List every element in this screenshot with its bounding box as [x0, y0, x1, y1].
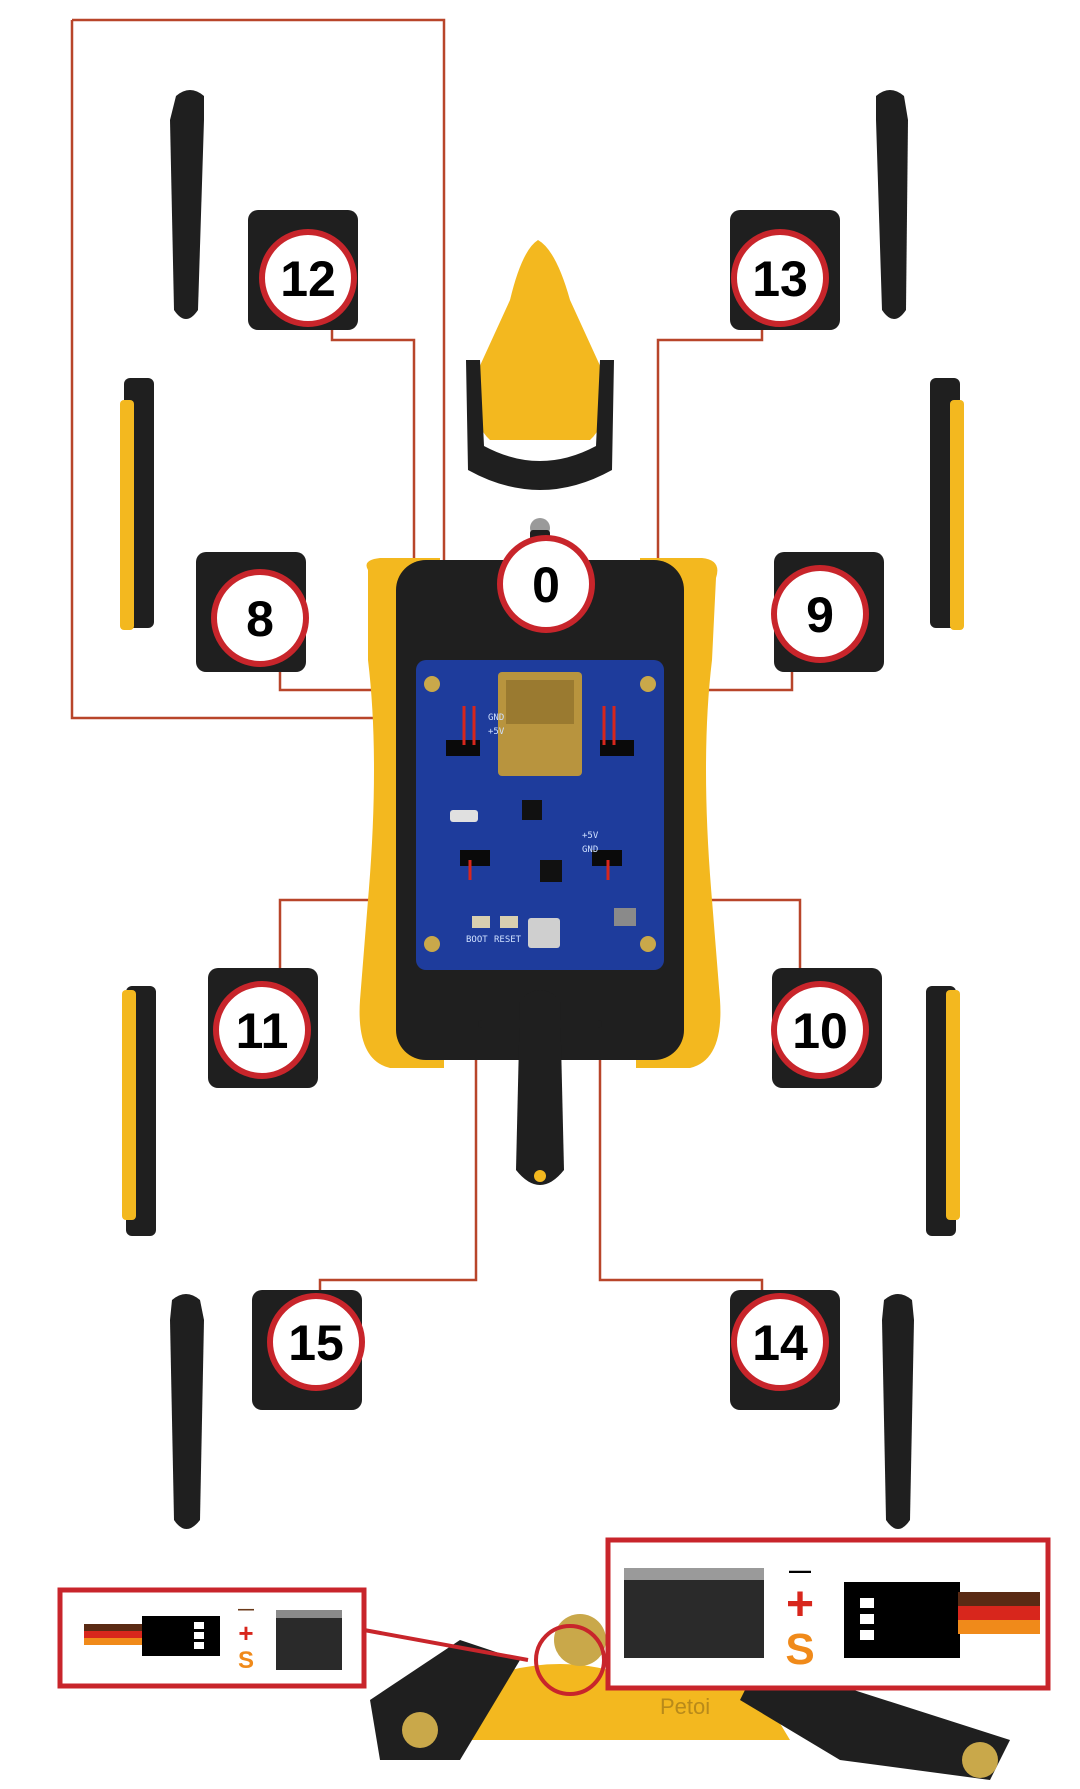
legs — [120, 90, 964, 1529]
pin-header-left — [276, 1610, 342, 1670]
servo-callout-10: 10 — [771, 981, 869, 1079]
inset-right-pointer — [534, 1624, 606, 1696]
servo-callout-15: 15 — [267, 1293, 365, 1391]
legend-minus-left: — — [238, 1601, 254, 1618]
side-view-robot-name: Petoi — [660, 1694, 710, 1719]
servo-id-9: 9 — [806, 587, 834, 643]
pin-header-right — [624, 1568, 764, 1658]
boot-button — [472, 916, 490, 928]
inset-right: — + S — [534, 1537, 1051, 1696]
legend-plus-left: + — [238, 1618, 253, 1648]
inset-left: — + S — [57, 1587, 529, 1689]
pcb-pin-left-5v: +5V — [488, 727, 505, 737]
robot-body: GND +5V +5V GND BOOT RESET — [359, 558, 721, 1185]
servo-id-0: 0 — [532, 557, 560, 613]
pin-header-wires — [462, 706, 616, 880]
legend-plus-right: + — [786, 1578, 814, 1631]
tail — [516, 990, 564, 1185]
inset-left-pointer — [363, 1628, 529, 1662]
legend-signal-right: S — [785, 1625, 814, 1674]
servo-plug-left — [142, 1616, 220, 1656]
servo-id-13: 13 — [752, 251, 808, 307]
servo-id-12: 12 — [280, 251, 336, 307]
servo-wire-right — [844, 1582, 1040, 1658]
pcb-pin-right-gnd: GND — [582, 845, 598, 855]
legend-minus-right: — — [789, 1558, 811, 1583]
servo-callout-13: 13 — [731, 229, 829, 327]
servo-callout-14: 14 — [731, 1293, 829, 1391]
head-shell — [474, 240, 606, 440]
pcb-pin-right-5v: +5V — [582, 831, 599, 841]
servo-id-15: 15 — [288, 1315, 344, 1371]
reset-button — [500, 916, 518, 928]
connector-line-frame-left — [70, 20, 454, 720]
legend-signal-left: S — [238, 1647, 254, 1674]
leg-arm-front-right — [876, 90, 908, 319]
servo-callout-0: 0 — [497, 535, 595, 633]
pcb-boot-label: BOOT — [466, 935, 488, 945]
head-frame — [466, 360, 614, 490]
servo-id-11: 11 — [236, 1003, 289, 1059]
servo-id-14: 14 — [752, 1315, 808, 1371]
servo-wire-left — [84, 1616, 220, 1656]
servo-id-8: 8 — [246, 591, 274, 647]
servo-callout-12: 12 — [259, 229, 357, 327]
robot-head — [466, 240, 614, 538]
servo-callouts: 12 13 0 8 9 11 10 15 — [211, 229, 869, 1391]
servo-callout-8: 8 — [211, 569, 309, 667]
servo-callout-9: 9 — [771, 565, 869, 663]
servo-callout-11: 11 — [213, 981, 311, 1079]
leg-arm-back-left — [170, 1294, 204, 1529]
pcb-pin-left-gnd: GND — [488, 713, 504, 723]
pin-headers — [446, 740, 634, 866]
leg-arm-front-left — [170, 90, 204, 319]
pcb-reset-label: RESET — [494, 935, 522, 945]
leg-arm-back-right — [882, 1294, 914, 1529]
servo-id-10: 10 — [792, 1003, 848, 1059]
